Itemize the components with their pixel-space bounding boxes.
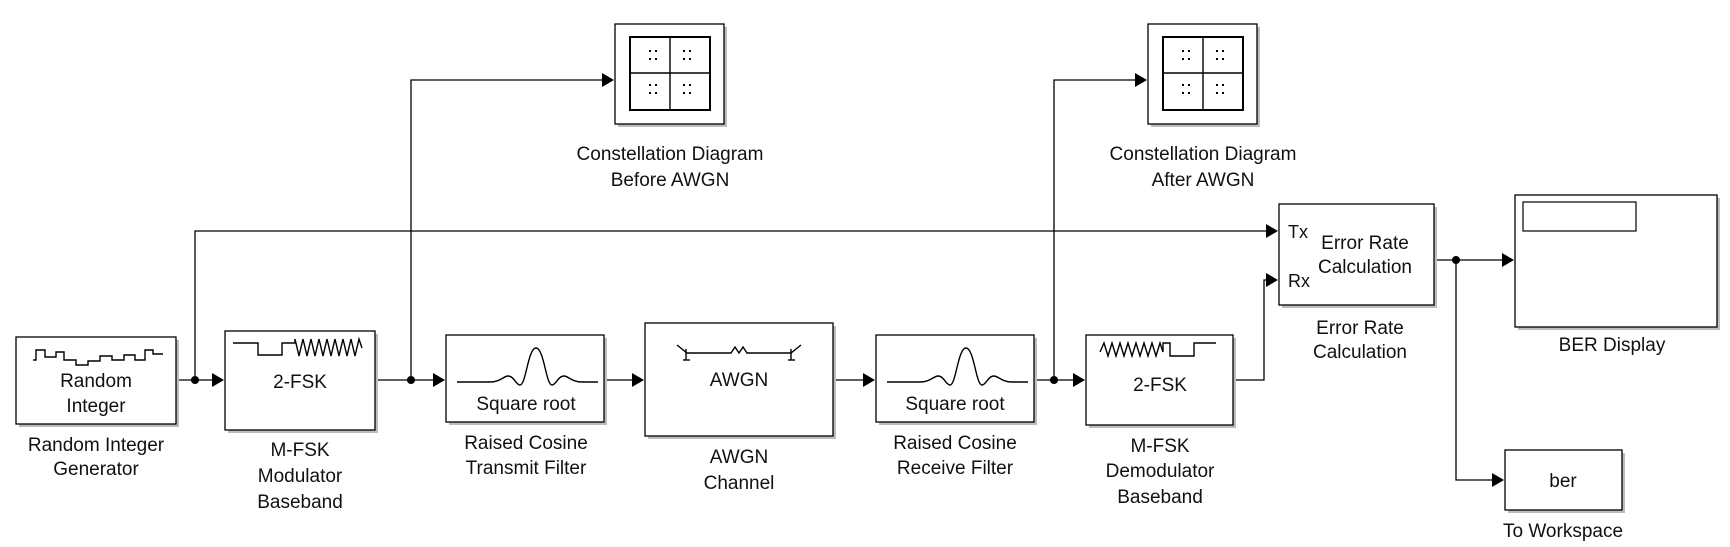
- raised-cosine-pulse-icon: [887, 347, 1028, 386]
- arrowhead: [433, 373, 445, 387]
- branch-point: [1452, 256, 1460, 264]
- arrowhead: [1502, 253, 1514, 267]
- ber-display-block[interactable]: BER Display: [1514, 194, 1720, 356]
- block-inner-text: Square root: [905, 394, 1005, 415]
- branch-point: [1050, 376, 1058, 384]
- arrowhead: [863, 373, 875, 387]
- block-label: Before AWGN: [611, 170, 730, 191]
- block-label: Error Rate: [1316, 318, 1404, 339]
- noise-channel-icon: [676, 344, 802, 361]
- fsk-waveform-icon: [233, 336, 363, 357]
- random-integer-icon: [33, 349, 163, 366]
- arrowhead: [212, 373, 224, 387]
- arrowhead: [632, 373, 644, 387]
- branch-point: [407, 376, 415, 384]
- block-inner-text: 2-FSK: [273, 372, 327, 393]
- block-inner-text: Integer: [66, 396, 126, 417]
- signal-lines: [176, 73, 1514, 487]
- block-label: Calculation: [1313, 342, 1407, 363]
- block-inner-text: Error Rate: [1321, 233, 1409, 254]
- random-integer-generator-block[interactable]: Random Integer Random Integer Generator: [15, 336, 179, 480]
- block-frame: [875, 334, 1035, 423]
- branch-point: [191, 376, 199, 384]
- fsk-waveform-icon: [1099, 340, 1216, 359]
- wire-error-to-workspace[interactable]: [1455, 260, 1492, 481]
- block-label: Modulator: [258, 466, 343, 487]
- arrowhead: [1492, 473, 1504, 487]
- block-label: Raised Cosine: [464, 433, 588, 454]
- error-rate-calculation-block[interactable]: Tx Rx Error Rate Calculation Error Rate …: [1278, 203, 1437, 363]
- block-label: To Workspace: [1503, 521, 1623, 542]
- wire-mod-to-constellation-before[interactable]: [410, 79, 602, 380]
- arrowhead: [602, 73, 614, 87]
- block-inner-text: Square root: [476, 394, 576, 415]
- arrowhead: [1266, 224, 1278, 238]
- block-inner-text: Calculation: [1318, 257, 1412, 278]
- block-label: Generator: [53, 459, 139, 480]
- block-frame: [224, 330, 376, 431]
- constellation-scope-icon: [629, 36, 711, 111]
- raised-cosine-transmit-filter-block[interactable]: Square root Raised Cosine Transmit Filte…: [445, 334, 607, 479]
- constellation-scope-icon: [1162, 36, 1244, 111]
- block-inner-text: AWGN: [710, 370, 768, 391]
- block-label: Raised Cosine: [893, 433, 1017, 454]
- block-frame: [1504, 449, 1623, 511]
- block-label: Constellation Diagram: [1110, 144, 1297, 165]
- block-label: M-FSK: [270, 440, 329, 461]
- block-label: Channel: [704, 473, 775, 494]
- block-label: AWGN: [710, 447, 768, 468]
- block-label: Constellation Diagram: [577, 144, 764, 165]
- block-label: After AWGN: [1152, 170, 1255, 191]
- constellation-diagram-before-awgn-block[interactable]: Constellation Diagram Before AWGN: [577, 23, 764, 191]
- block-inner-text: 2-FSK: [1133, 375, 1187, 396]
- block-frame: [15, 336, 177, 425]
- arrowhead: [1073, 373, 1085, 387]
- block-frame: [445, 334, 605, 423]
- wire-demod-to-rx[interactable]: [1236, 279, 1266, 381]
- block-frame: [1278, 203, 1435, 306]
- block-inner-text: Random: [60, 371, 132, 392]
- mfsk-demodulator-block[interactable]: 2-FSK M-FSK Demodulator Baseband: [1085, 334, 1236, 508]
- block-label: Baseband: [257, 492, 343, 513]
- block-label: Demodulator: [1106, 461, 1215, 482]
- wire-random-to-tx[interactable]: [194, 230, 1266, 380]
- block-label: Receive Filter: [897, 458, 1014, 479]
- block-label: Random Integer: [28, 435, 165, 456]
- block-label: Baseband: [1117, 487, 1203, 508]
- block-label: Transmit Filter: [466, 458, 587, 479]
- block-inner-text: ber: [1549, 471, 1577, 492]
- block-frame: [644, 322, 834, 437]
- wire-rxfilter-to-constellation-after[interactable]: [1053, 79, 1135, 380]
- rx-port-label: Rx: [1288, 271, 1310, 291]
- raised-cosine-receive-filter-block[interactable]: Square root Raised Cosine Receive Filter: [875, 334, 1037, 479]
- arrowhead: [1266, 273, 1278, 287]
- mfsk-modulator-block[interactable]: 2-FSK M-FSK Modulator Baseband: [224, 330, 378, 513]
- arrowhead: [1135, 73, 1147, 87]
- display-readout-box: [1522, 201, 1637, 232]
- awgn-channel-block[interactable]: AWGN AWGN Channel: [644, 322, 836, 494]
- to-workspace-block[interactable]: ber To Workspace: [1503, 449, 1625, 542]
- block-label: BER Display: [1559, 335, 1666, 356]
- block-label: M-FSK: [1130, 436, 1189, 457]
- raised-cosine-pulse-icon: [457, 347, 598, 386]
- constellation-diagram-after-awgn-block[interactable]: Constellation Diagram After AWGN: [1110, 23, 1297, 191]
- tx-port-label: Tx: [1288, 222, 1308, 242]
